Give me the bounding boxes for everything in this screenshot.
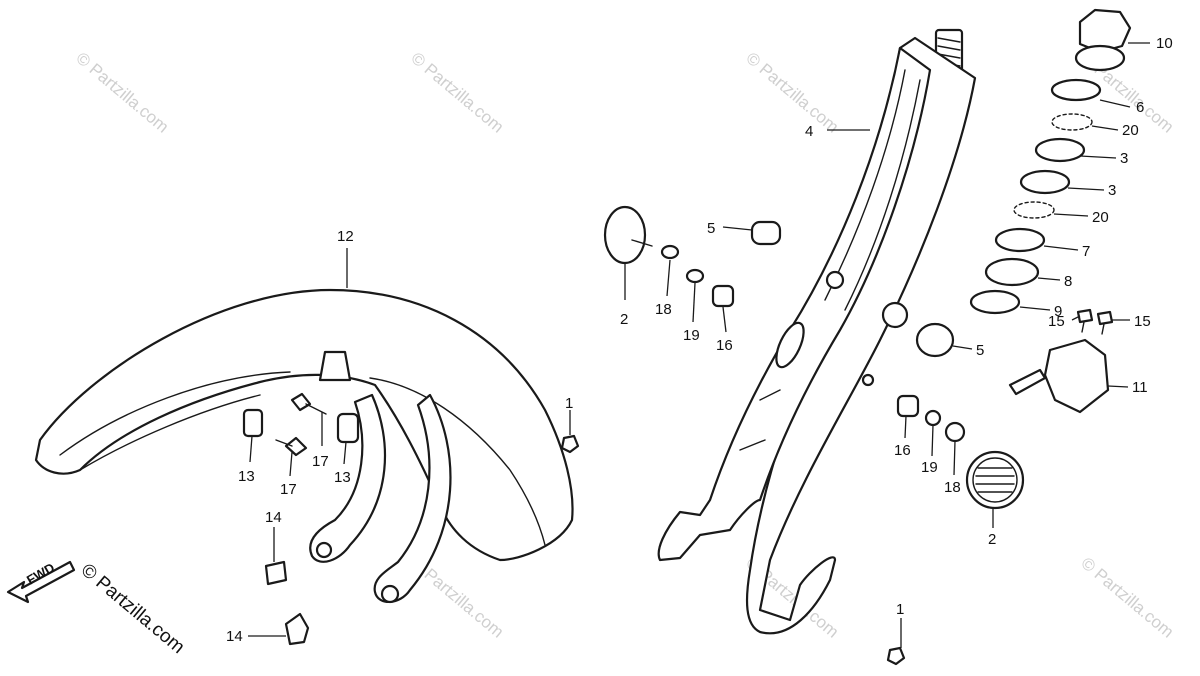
nut-14-upper xyxy=(264,560,288,586)
reflector-lens-right xyxy=(965,450,1025,510)
callout-1: 1 xyxy=(565,395,573,412)
callout-3: 3 xyxy=(1120,150,1128,167)
callout-9: 9 xyxy=(1054,303,1062,320)
cap-5-upper xyxy=(750,220,782,246)
callout-5: 5 xyxy=(707,220,715,237)
ignition-key-icon xyxy=(1008,368,1047,396)
ball-race-3-upper xyxy=(1034,137,1086,163)
callout-13: 13 xyxy=(334,469,351,486)
screw-15-right xyxy=(1096,310,1114,326)
fender-hardware xyxy=(242,392,906,666)
screw-15-left xyxy=(1076,308,1094,324)
washer-9 xyxy=(969,289,1021,315)
bolt-17-lower-head xyxy=(284,436,308,457)
steering-nut-10 xyxy=(1078,8,1132,54)
callout-1: 1 xyxy=(896,601,904,618)
reflector-lens-left xyxy=(603,205,647,265)
leader-lines xyxy=(248,42,1150,648)
corner-watermark: © Partzilla.com xyxy=(77,560,189,658)
callout-12: 12 xyxy=(337,228,354,245)
washer-13-left xyxy=(242,408,264,438)
cone-race-6 xyxy=(1050,78,1102,102)
fwd-arrow-icon xyxy=(6,560,76,604)
bolt-17-upper-head xyxy=(290,392,312,412)
callout-19: 19 xyxy=(683,327,700,344)
fender-stay-right xyxy=(373,393,452,603)
callout-19: 19 xyxy=(921,459,938,476)
callout-8: 8 xyxy=(1064,273,1072,290)
callout-11: 11 xyxy=(1132,379,1148,396)
callout-2: 2 xyxy=(620,311,628,328)
callout-5: 5 xyxy=(976,342,984,359)
callout-18: 18 xyxy=(655,301,672,318)
steel-balls-20-upper xyxy=(1051,113,1093,131)
callout-2: 2 xyxy=(988,531,996,548)
cone-race-7 xyxy=(994,227,1046,253)
collar-16-left xyxy=(711,284,735,308)
fork-pivot xyxy=(825,270,845,290)
lockwasher-19-left xyxy=(685,268,705,284)
fork-boss xyxy=(881,301,909,329)
callout-3: 3 xyxy=(1108,182,1116,199)
dust-seal-8 xyxy=(984,257,1040,287)
callout-13: 13 xyxy=(238,468,255,485)
callout-20: 20 xyxy=(1122,122,1139,139)
collar-16-right xyxy=(896,394,920,418)
fender-stay-left xyxy=(309,393,387,563)
steering-bearing-stack xyxy=(969,8,1132,315)
callout-20: 20 xyxy=(1092,209,1109,226)
watermark: © Partzilla.com xyxy=(1077,554,1177,642)
callout-6: 6 xyxy=(1136,99,1144,116)
washer-18-left xyxy=(660,244,680,260)
callout-15: 15 xyxy=(1134,313,1151,330)
callout-7: 7 xyxy=(1082,243,1090,260)
fork-left-leg xyxy=(657,46,932,562)
washer-18-right xyxy=(944,421,966,443)
reflector-right xyxy=(965,450,1025,510)
callout-10: 10 xyxy=(1156,35,1173,52)
nut-1-left xyxy=(560,434,580,454)
front-fender xyxy=(34,288,574,604)
callout-14: 14 xyxy=(226,628,243,645)
callout-17: 17 xyxy=(312,453,329,470)
callout-14: 14 xyxy=(265,509,282,526)
callout-17: 17 xyxy=(280,481,297,498)
callout-16: 16 xyxy=(716,337,733,354)
ball-race-3-lower xyxy=(1019,169,1071,195)
lockwasher-19-right xyxy=(924,409,942,427)
callout-15: 15 xyxy=(1048,313,1065,330)
ignition-switch-11 xyxy=(1043,338,1110,414)
fwd-indicator: FWD © Partzilla.com xyxy=(6,560,189,658)
reflector-left xyxy=(603,205,653,265)
callout-4: 4 xyxy=(805,123,813,140)
watermark: © Partzilla.com xyxy=(742,49,842,137)
callout-labels: 12 4 5 2 1 1 10 6 20 3 3 20 7 8 9 15 15 … xyxy=(226,35,1173,645)
ignition-switch-assembly xyxy=(1008,308,1114,414)
watermark: © Partzilla.com xyxy=(407,49,507,137)
steel-balls-20-lower xyxy=(1013,201,1055,219)
fender-shell xyxy=(34,288,574,562)
fender-bracket-tab xyxy=(318,350,352,382)
nut-1-bottom xyxy=(886,646,906,666)
callout-18: 18 xyxy=(944,479,961,496)
cap-5-lower xyxy=(915,322,955,358)
front-fork xyxy=(657,28,977,635)
reflector-hardware xyxy=(660,220,966,443)
watermark: © Partzilla.com xyxy=(72,49,172,137)
nut-14-lower xyxy=(284,612,310,646)
fork-slot xyxy=(775,321,805,369)
washer-13-right xyxy=(336,412,360,444)
callout-16: 16 xyxy=(894,442,911,459)
